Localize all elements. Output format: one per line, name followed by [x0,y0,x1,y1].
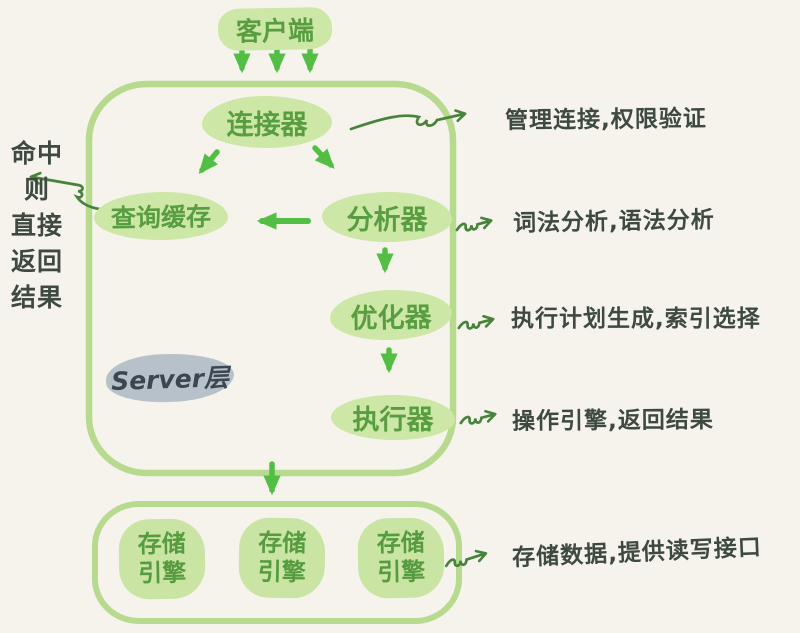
storage-engine-node: 存储 引擎 [118,518,206,600]
storage-engine-label-line2: 引擎 [377,557,426,587]
flow-arrows [198,47,398,496]
optimizer-annotation-arrow [457,314,495,330]
storage-engine-label-line1: 存储 [137,529,186,559]
storage-layer-container [92,501,462,624]
connector-node: 连接器 [202,96,332,148]
annotation-executor: 操作引擎,返回结果 [511,407,714,435]
analyzer-annotation-arrow [455,216,493,232]
storage-engine-label-line2: 引擎 [257,557,306,587]
cache-hit-note-line: 直接 [10,211,63,240]
connector-to-analyzer-arrow [312,145,335,169]
storage-engine-node: 存储 引擎 [238,517,326,599]
storage-engine-label-line1: 存储 [376,528,425,558]
annotation-connector: 管理连接,权限验证 [504,105,707,135]
cache-hit-note-line: 则 [23,175,50,204]
cache-hit-note: 命中 则 直接 返回 结果 [8,136,66,316]
analyzer-node: 分析器 [322,192,452,242]
executor-node: 执行器 [331,395,455,440]
annotation-optimizer: 执行计划生成,索引选择 [511,306,761,332]
annotation-analyzer: 词法分析,语法分析 [512,207,716,237]
cache-hit-note-line: 返回 [10,247,63,276]
cache-hit-note-line: 命中 [10,139,63,168]
cache-hit-arrow [29,171,101,211]
storage-engine-label-line2: 引擎 [138,558,187,588]
storage-annotation-arrow [444,549,488,568]
connector-to-cache-arrow [198,149,220,175]
connector-annotation-arrow [349,109,467,131]
annotation-arrows [29,109,497,568]
client-node: 客户端 [217,7,333,51]
executor-annotation-arrow [459,409,497,425]
storage-engine-label-line1: 存储 [258,528,307,558]
cache-hit-note-line: 结果 [10,283,63,312]
storage-engine-node: 存储 引擎 [357,517,445,599]
